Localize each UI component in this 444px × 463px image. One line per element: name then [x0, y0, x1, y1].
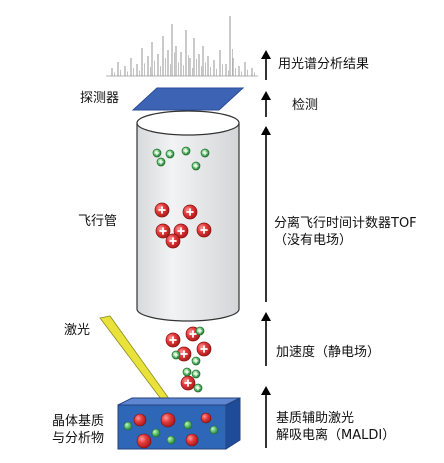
large-ion-group: [165, 233, 181, 249]
arrow-detection-head: [261, 91, 271, 100]
step-maldi-label-line2: 解吸电离（MALDI）: [276, 428, 396, 443]
step-spectrum-label: 用光谱分析结果: [278, 57, 370, 72]
small-ion-group: [181, 146, 191, 156]
ejected-small-ion: [193, 383, 203, 393]
step-accelerate-label: 加速度（静电场）: [276, 345, 381, 360]
matrix-crystal-particle: [166, 435, 176, 445]
ejected-small-ion: [191, 369, 201, 379]
small-ion-group: [191, 161, 201, 171]
mass-spectrum-plot: [106, 16, 258, 77]
step-detection-label: 检测: [292, 98, 319, 113]
large-ion-group: [154, 202, 170, 218]
matrix-analyte-particle: [160, 412, 176, 428]
small-ion-group: [156, 157, 166, 167]
step-maldi-label-line1: 基质辅助激光: [276, 411, 355, 426]
laser-label: 激光: [64, 323, 91, 338]
process-arrows: [261, 50, 271, 448]
ejected-small-ion: [191, 356, 201, 366]
matrix-label-line1: 晶体基质: [52, 414, 105, 429]
ions: [123, 146, 219, 449]
matrix-crystal-particle: [123, 421, 133, 431]
arrow-tof-head: [261, 126, 271, 135]
matrix-analyte-particle: [136, 433, 152, 449]
ejected-small-ion: [171, 350, 181, 360]
detector-plate: [131, 87, 245, 111]
ejected-large-ion: [196, 341, 212, 357]
detector-label: 探测器: [80, 91, 120, 106]
ejected-small-ion: [182, 367, 192, 377]
large-ion-group: [173, 223, 189, 239]
matrix-label-line2: 与分析物: [52, 431, 105, 446]
flight-tube-label: 飞行管: [78, 214, 118, 229]
ejected-large-ion: [165, 332, 181, 348]
matrix-crystal-particle: [183, 420, 193, 430]
matrix-analyte-particle: [133, 413, 147, 427]
ejected-large-ion: [185, 326, 201, 342]
matrix-analyte-particle: [185, 433, 199, 447]
arrow-maldi-head: [261, 386, 271, 395]
matrix-analyte-particle: [200, 412, 212, 424]
arrow-spectrum-head: [261, 50, 271, 59]
small-ion-group: [165, 149, 175, 159]
large-ion-group: [196, 222, 212, 238]
large-ion-group: [182, 204, 198, 220]
small-ion-group: [152, 148, 162, 158]
step-tof-label-line1: 分离飞行时间计数器TOF: [274, 216, 417, 231]
small-ion-group: [200, 148, 210, 158]
arrow-accelerate-head: [261, 312, 271, 321]
flight-tube: [136, 110, 240, 322]
large-ion-group: [155, 223, 171, 239]
laser-beam: [99, 315, 171, 404]
matrix-crystal-particle: [209, 425, 219, 435]
matrix-crystal-particle: [151, 428, 161, 438]
ejected-large-ion: [180, 375, 196, 391]
ejected-small-ion: [195, 326, 205, 336]
step-tof-label-line2: （没有电场）: [274, 233, 353, 248]
